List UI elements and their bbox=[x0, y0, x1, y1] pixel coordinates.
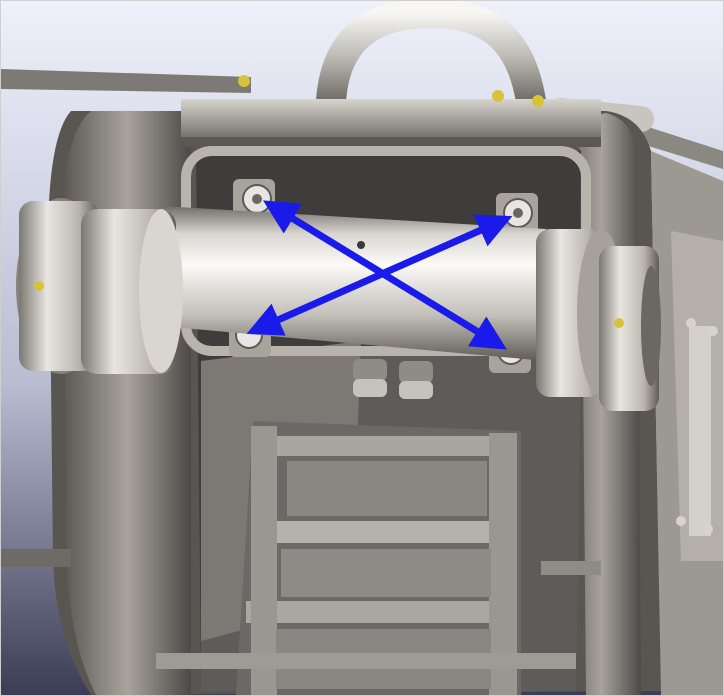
bottom-clamp-bar bbox=[156, 653, 576, 669]
carry-handle bbox=[316, 1, 546, 116]
blue-diagonal-arrow-icon bbox=[246, 214, 513, 336]
top-rod-left bbox=[1, 69, 251, 93]
plate-bolt-icon bbox=[703, 524, 713, 534]
left-hub-assembly bbox=[16, 198, 183, 374]
bottom-left-rod bbox=[1, 549, 71, 567]
right-hub-assembly bbox=[536, 229, 661, 411]
cable-fittings bbox=[353, 359, 433, 399]
mounting-bolt-icon bbox=[614, 318, 624, 328]
plate-bolt-icon bbox=[686, 318, 696, 328]
plate-bolt-icon bbox=[676, 516, 686, 526]
bottom-right-rod bbox=[541, 561, 601, 575]
plate-bolt-icon bbox=[708, 326, 718, 336]
shaft-set-screw bbox=[357, 241, 365, 249]
mounting-bolt-icon bbox=[532, 95, 544, 107]
mounting-bolt-icon bbox=[34, 281, 44, 291]
top-cross-bar-shadow bbox=[181, 137, 601, 147]
right-plate-slot bbox=[689, 326, 711, 536]
top-cross-bar bbox=[181, 99, 601, 141]
mounting-bolt-icon bbox=[238, 75, 250, 87]
mounting-bolt-icon bbox=[492, 90, 504, 102]
left-side-plate bbox=[63, 111, 191, 695]
